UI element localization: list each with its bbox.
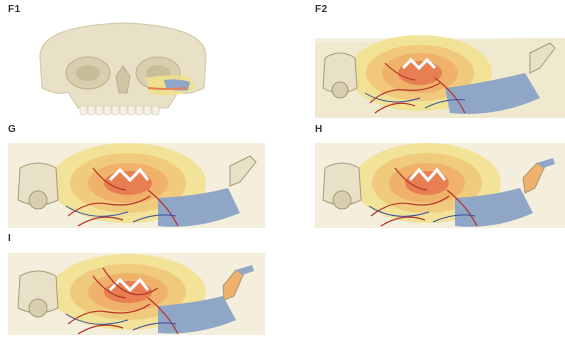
- panel-label-i: I: [8, 233, 11, 244]
- panel-label-g: G: [8, 124, 16, 135]
- panel-i-dissection-illustration: [8, 248, 265, 340]
- panel-h-dissection-illustration: [315, 138, 565, 233]
- panel-f2-dissection-illustration: [315, 18, 565, 118]
- panel-label-h: H: [315, 124, 323, 135]
- panel-label-f2: F2: [315, 4, 328, 15]
- panel-f1-skull-illustration: [28, 18, 218, 118]
- panel-g-dissection-illustration: [8, 138, 265, 233]
- panel-label-f1: F1: [8, 4, 21, 15]
